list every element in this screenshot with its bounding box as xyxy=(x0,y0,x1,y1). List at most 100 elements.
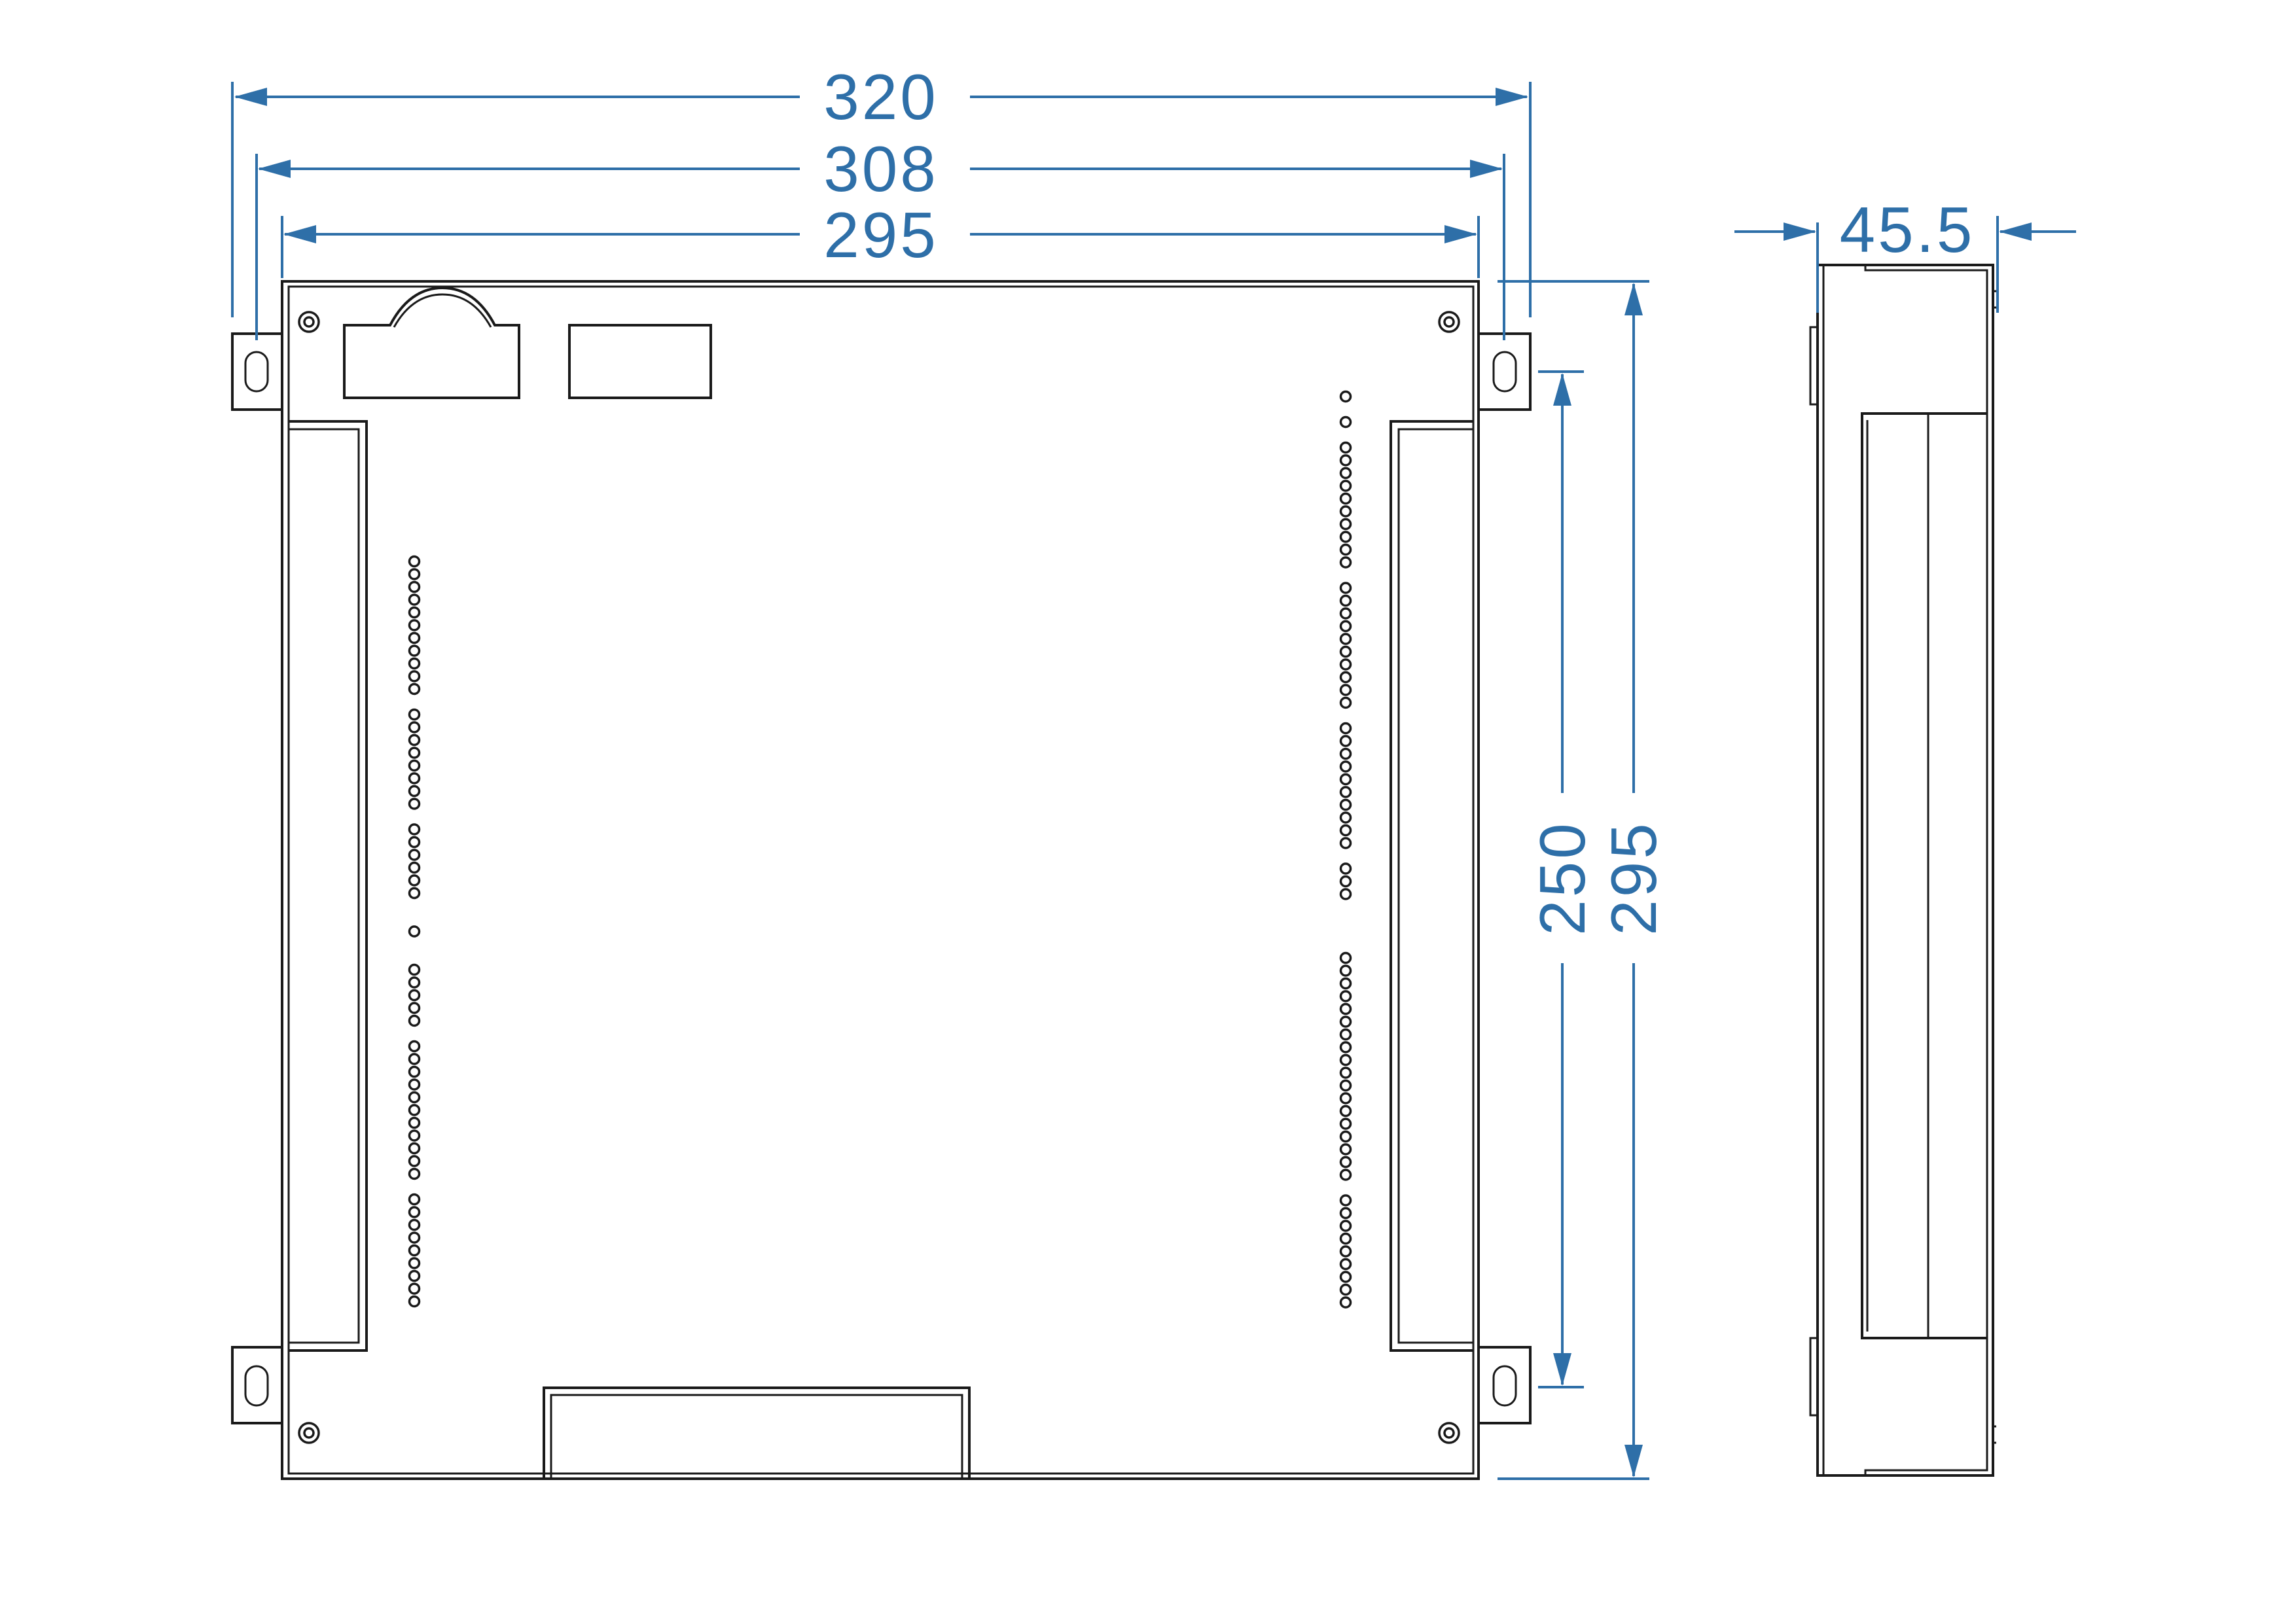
vent-hole xyxy=(1339,633,1352,645)
dim-body-height: 295 xyxy=(1598,283,1670,1477)
vent-hole xyxy=(408,772,421,785)
vent-hole xyxy=(408,798,421,810)
vent-hole xyxy=(408,1129,421,1142)
vent-hole xyxy=(408,644,421,657)
vent-hole xyxy=(1339,415,1352,429)
vent-hole xyxy=(408,1231,421,1244)
vent-hole xyxy=(1339,671,1352,684)
dim-overall-width: 320 xyxy=(234,61,1528,133)
vent-hole xyxy=(408,631,421,644)
vent-hole xyxy=(1339,480,1352,492)
vent-hole xyxy=(1339,837,1352,849)
mounting-ear-top-left xyxy=(231,332,282,411)
vent-hole xyxy=(408,976,421,989)
vent-hole xyxy=(408,733,421,747)
top-cutout-with-notch xyxy=(343,286,520,399)
mounting-ear-bottom-right xyxy=(1479,1346,1532,1424)
vent-hole xyxy=(1339,964,1352,977)
vent-hole xyxy=(408,1295,421,1308)
side-outline xyxy=(1816,264,1994,1477)
vent-hole xyxy=(1339,735,1352,747)
right-vent-holes xyxy=(1339,390,1352,1309)
vent-hole xyxy=(1339,441,1352,454)
vent-hole xyxy=(408,925,421,938)
vent-hole xyxy=(408,1142,421,1155)
bottom-cutout xyxy=(543,1386,971,1480)
vent-hole xyxy=(408,785,421,798)
vent-hole xyxy=(408,1104,421,1116)
side-channel xyxy=(1861,412,1987,1339)
vent-hole xyxy=(1339,1053,1352,1067)
left-vent-holes xyxy=(408,555,421,1308)
vent-hole xyxy=(408,1116,421,1129)
vent-hole xyxy=(1339,1118,1352,1130)
vent-hole xyxy=(408,1269,421,1282)
side-tab-top xyxy=(1809,326,1819,406)
vent-hole xyxy=(1339,1002,1352,1015)
vent-hole xyxy=(408,593,421,606)
vent-hole xyxy=(408,606,421,619)
vent-hole xyxy=(1339,747,1352,760)
vent-hole xyxy=(1339,786,1352,798)
vent-hole xyxy=(1339,1041,1352,1053)
vent-hole xyxy=(1339,1232,1352,1245)
vent-hole xyxy=(408,1014,421,1027)
vent-hole xyxy=(1339,977,1352,990)
vent-hole xyxy=(408,1040,421,1053)
vent-hole xyxy=(1339,467,1352,480)
vent-hole xyxy=(1339,1156,1352,1169)
dim-body-width: 295 xyxy=(283,199,1477,271)
dim-mounting-width: 308 xyxy=(258,133,1503,205)
vent-hole xyxy=(408,874,421,887)
vent-hole xyxy=(1339,951,1352,964)
vent-hole xyxy=(408,1218,421,1231)
vent-hole xyxy=(1339,1258,1352,1271)
vent-hole xyxy=(1339,390,1352,403)
dim-depth: 45.5 xyxy=(1734,194,2076,266)
vent-hole xyxy=(1339,1092,1352,1104)
vent-hole xyxy=(1339,556,1352,569)
vent-hole xyxy=(408,836,421,849)
corner-screw-top-left xyxy=(298,311,320,333)
vent-hole xyxy=(1339,1194,1352,1207)
vent-hole xyxy=(1339,760,1352,773)
dim-body-height-label: 295 xyxy=(1598,821,1670,936)
vent-hole xyxy=(408,670,421,682)
vent-hole xyxy=(408,1078,421,1091)
vent-hole xyxy=(408,1206,421,1218)
vent-hole xyxy=(1339,1283,1352,1296)
vent-hole xyxy=(1339,518,1352,531)
dim-overall-width-label: 320 xyxy=(823,61,939,133)
vent-hole xyxy=(408,580,421,593)
vent-hole xyxy=(1339,824,1352,837)
dim-depth-label: 45.5 xyxy=(1840,194,1975,266)
vent-hole xyxy=(408,682,421,696)
vent-hole xyxy=(1339,888,1352,900)
vent-hole xyxy=(408,887,421,900)
vent-hole xyxy=(408,989,421,1002)
vent-hole xyxy=(1339,582,1352,594)
vent-hole xyxy=(408,1053,421,1065)
vent-hole xyxy=(1339,1245,1352,1258)
vent-hole xyxy=(408,759,421,772)
left-side-rail xyxy=(289,420,368,1352)
vent-hole xyxy=(408,861,421,874)
dim-mounting-height: 250 xyxy=(1526,373,1598,1386)
vent-hole xyxy=(408,568,421,580)
mounting-ear-top-right xyxy=(1479,332,1532,411)
vent-hole xyxy=(408,555,421,568)
vent-hole xyxy=(1339,1067,1352,1079)
vent-hole xyxy=(1339,862,1352,875)
dimensions: 320 308 295 45.5 250 xyxy=(231,61,2076,1480)
vent-hole xyxy=(408,721,421,733)
vent-hole xyxy=(1339,1130,1352,1143)
vent-hole xyxy=(408,1002,421,1014)
top-cutout-rect xyxy=(568,324,712,399)
dim-mounting-width-label: 308 xyxy=(823,133,939,205)
vent-hole xyxy=(1339,696,1352,709)
vent-hole xyxy=(1339,990,1352,1002)
vent-hole xyxy=(408,963,421,976)
side-view xyxy=(1809,264,1996,1477)
vent-hole xyxy=(408,1282,421,1295)
body-outline xyxy=(281,280,1480,1480)
